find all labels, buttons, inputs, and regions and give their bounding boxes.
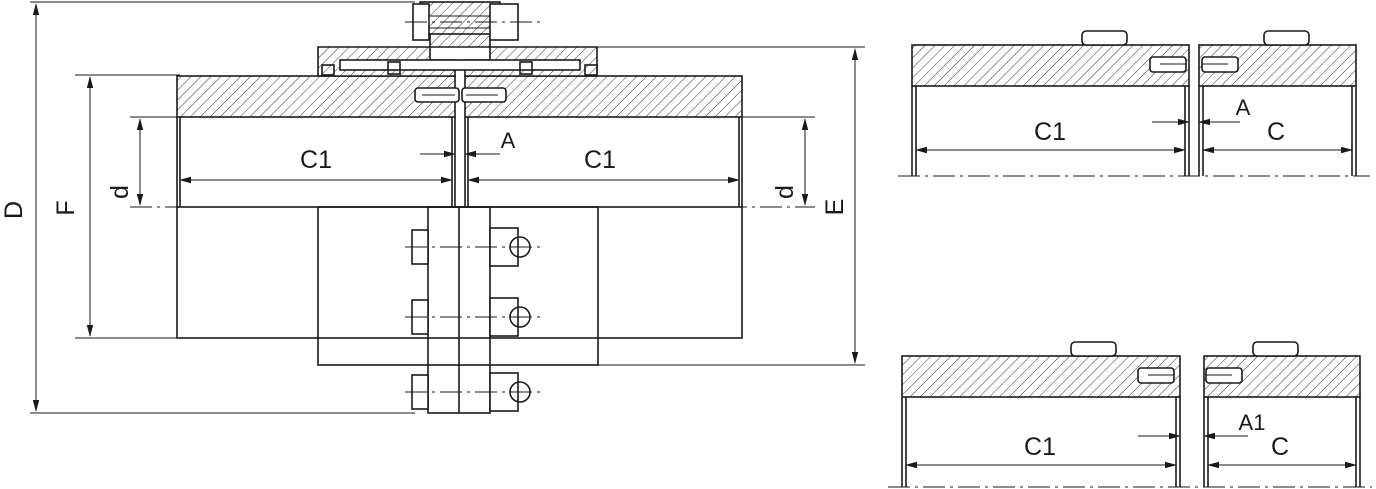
detail-top-hub-left: [911, 44, 1190, 87]
detail-top-key-left: [1081, 30, 1128, 46]
dim-C-top-label: C: [1267, 118, 1285, 146]
dim-C1-left-label: C1: [300, 146, 332, 174]
top-flange-bolt-section: [419, 1, 501, 35]
detail-bottom-key-right: [1252, 341, 1299, 357]
dim-C1-right-label: C1: [584, 146, 616, 174]
dim-d-left-label: d: [106, 185, 134, 199]
dim-A-top-label: A: [1236, 95, 1251, 120]
dim-C1-bottom-label: C1: [1024, 433, 1056, 461]
dim-F-label: F: [52, 200, 80, 215]
bolt-2: [405, 297, 540, 337]
dim-A-label: A: [501, 128, 516, 153]
dim-C1-top-label: C1: [1034, 118, 1066, 146]
detail-top: C1 C A: [898, 30, 1370, 177]
bolt-3: [405, 372, 540, 412]
dim-A1-label: A1: [1239, 410, 1266, 435]
dim-E-label: E: [821, 199, 849, 216]
dim-C-bottom-label: C: [1271, 433, 1289, 461]
detail-bottom-key-left: [1070, 341, 1117, 357]
sleeve-outline-lower: [317, 206, 599, 366]
dim-D-label: D: [0, 201, 28, 219]
detail-bottom: C1 C A1: [888, 341, 1372, 488]
detail-bottom-hub-left: [901, 355, 1181, 398]
detail-top-key-right: [1263, 30, 1310, 46]
hub-left-section: [176, 75, 456, 118]
dim-d-right-label: d: [771, 185, 799, 199]
gear-teeth-band: [339, 59, 581, 71]
bolt-1: [405, 227, 540, 267]
main-view: D F d d E C1 C1 A: [0, 1, 865, 414]
